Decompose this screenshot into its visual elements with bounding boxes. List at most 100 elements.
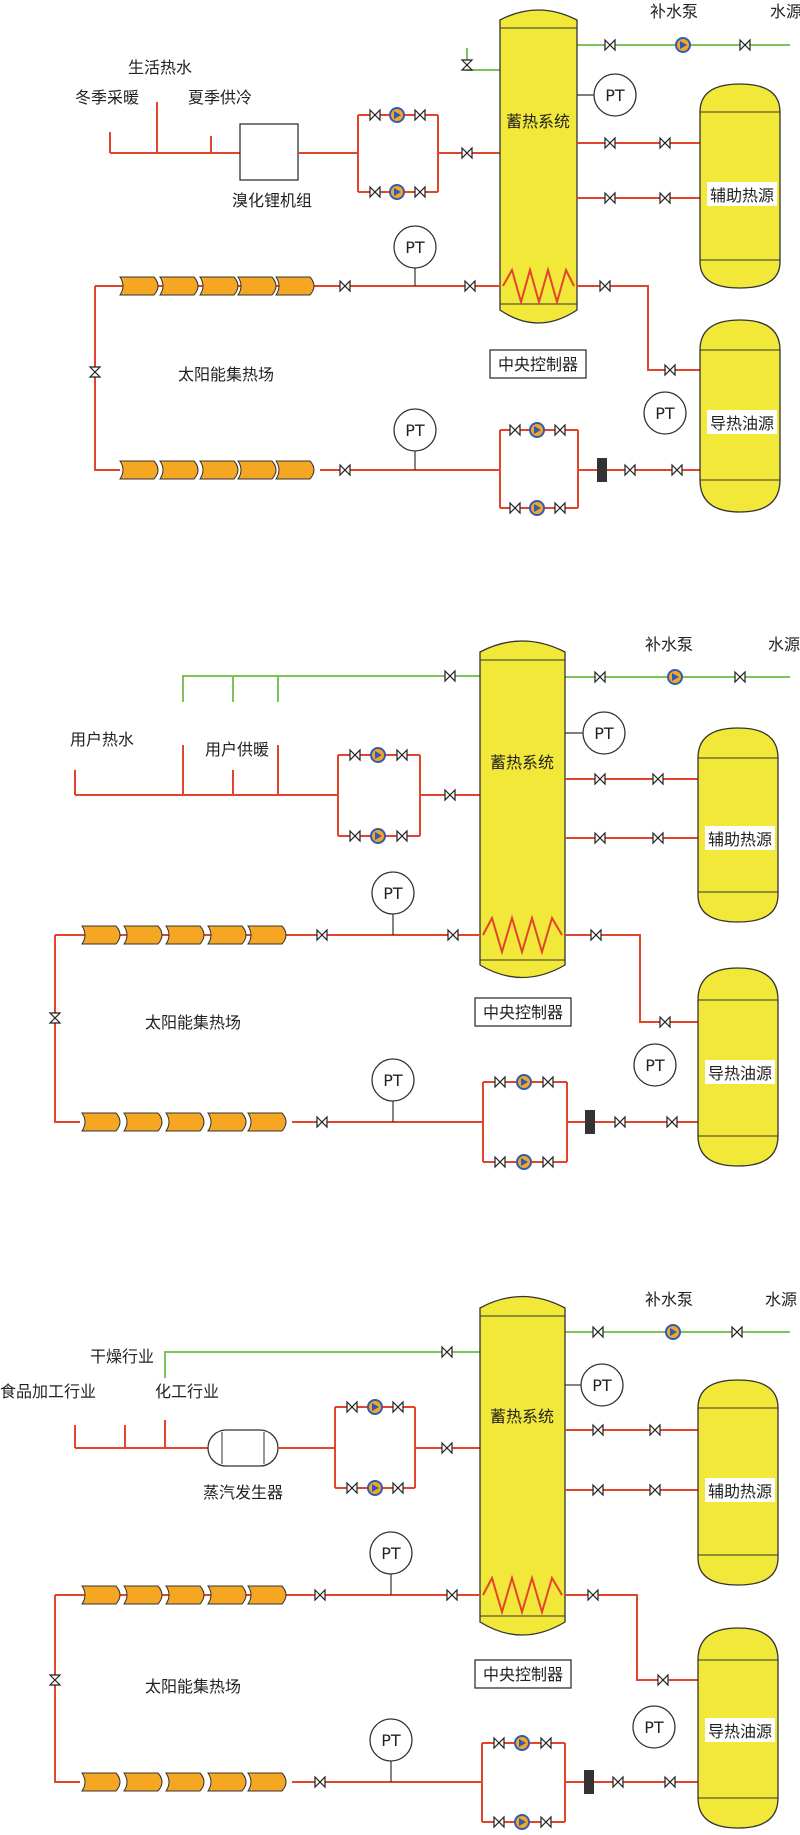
valve[interactable] [461, 59, 473, 71]
valve[interactable] [594, 773, 606, 785]
valve[interactable] [396, 830, 408, 842]
valve[interactable] [540, 1816, 552, 1828]
valve[interactable] [554, 502, 566, 514]
label-user-hot-water: 用户热水 [70, 730, 134, 749]
controller-box [474, 997, 572, 1027]
valve[interactable] [441, 1442, 453, 1454]
pump-icon[interactable] [516, 1074, 532, 1090]
valve[interactable] [664, 364, 676, 376]
valve[interactable] [509, 502, 521, 514]
valve[interactable] [346, 1482, 358, 1494]
valve[interactable] [652, 773, 664, 785]
valve[interactable] [604, 137, 616, 149]
valve[interactable] [493, 1816, 505, 1828]
valve[interactable] [739, 39, 751, 51]
steam-generator [207, 1429, 279, 1467]
pt-label: PT [381, 1544, 401, 1563]
valve[interactable] [592, 1326, 604, 1338]
valve[interactable] [624, 464, 636, 476]
valve[interactable] [649, 1424, 661, 1436]
valve[interactable] [671, 464, 683, 476]
makeup-pump-icon[interactable] [665, 1324, 681, 1340]
valve[interactable] [731, 1326, 743, 1338]
valve[interactable] [446, 1589, 458, 1601]
valve[interactable] [540, 1737, 552, 1749]
valve[interactable] [49, 1012, 61, 1024]
valve[interactable] [664, 1776, 676, 1788]
valve[interactable] [587, 1589, 599, 1601]
valve[interactable] [444, 789, 456, 801]
valve[interactable] [447, 929, 459, 941]
solar-collectors-top [81, 925, 287, 945]
valve[interactable] [461, 147, 473, 159]
label-user-heating: 用户供暖 [205, 740, 269, 759]
valve[interactable] [612, 1776, 624, 1788]
valve[interactable] [542, 1076, 554, 1088]
valve[interactable] [592, 1424, 604, 1436]
valve[interactable] [49, 1674, 61, 1686]
valve[interactable] [346, 1401, 358, 1413]
valve[interactable] [339, 464, 351, 476]
valve[interactable] [369, 186, 381, 198]
valve[interactable] [659, 1016, 671, 1028]
valve[interactable] [592, 1484, 604, 1496]
valve[interactable] [414, 186, 426, 198]
valve[interactable] [339, 280, 351, 292]
valve[interactable] [464, 280, 476, 292]
pump-icon[interactable] [514, 1735, 530, 1751]
valve[interactable] [734, 671, 746, 683]
valve[interactable] [659, 137, 671, 149]
pump-icon[interactable] [529, 422, 545, 438]
valve[interactable] [604, 192, 616, 204]
valve[interactable] [493, 1737, 505, 1749]
valve[interactable] [494, 1156, 506, 1168]
valve[interactable] [604, 39, 616, 51]
valve[interactable] [444, 670, 456, 682]
valve[interactable] [657, 1674, 669, 1686]
valve[interactable] [414, 109, 426, 121]
valve[interactable] [554, 424, 566, 436]
label-oil-source: 导热油源 [708, 1064, 772, 1083]
valve[interactable] [542, 1156, 554, 1168]
valve[interactable] [652, 832, 664, 844]
valve[interactable] [349, 749, 361, 761]
valve[interactable] [659, 192, 671, 204]
pump-icon[interactable] [389, 107, 405, 123]
pump-icon[interactable] [529, 500, 545, 516]
valve[interactable] [316, 1116, 328, 1128]
panel-1: 冬季采暖 生活热水 夏季供冷 溴化锂机组 补水泵 水源 蓄热系统 PT [75, 2, 800, 516]
valve[interactable] [599, 280, 611, 292]
pt-label: PT [383, 1071, 403, 1090]
valve[interactable] [614, 1116, 626, 1128]
valve[interactable] [89, 366, 101, 378]
label-oil-source: 导热油源 [710, 414, 774, 433]
valve[interactable] [509, 424, 521, 436]
valve[interactable] [349, 830, 361, 842]
filter [585, 1110, 595, 1134]
pump-icon[interactable] [370, 747, 386, 763]
pump-icon[interactable] [370, 828, 386, 844]
valve[interactable] [590, 929, 602, 941]
valve[interactable] [314, 1589, 326, 1601]
pump-icon[interactable] [389, 184, 405, 200]
pump-icon[interactable] [516, 1154, 532, 1170]
valve[interactable] [666, 1116, 678, 1128]
valve[interactable] [369, 109, 381, 121]
valve[interactable] [316, 929, 328, 941]
valve[interactable] [649, 1484, 661, 1496]
pump-icon[interactable] [367, 1399, 383, 1415]
pump-icon[interactable] [514, 1814, 530, 1830]
makeup-pump-icon[interactable] [667, 669, 683, 685]
valve[interactable] [392, 1482, 404, 1494]
valve[interactable] [396, 749, 408, 761]
valve[interactable] [594, 671, 606, 683]
controller-box [489, 349, 587, 379]
valve[interactable] [441, 1346, 453, 1358]
pump-icon[interactable] [367, 1480, 383, 1496]
valve[interactable] [392, 1401, 404, 1413]
valve[interactable] [314, 1776, 326, 1788]
valve[interactable] [494, 1076, 506, 1088]
makeup-pump-icon[interactable] [675, 37, 691, 53]
valve[interactable] [594, 832, 606, 844]
